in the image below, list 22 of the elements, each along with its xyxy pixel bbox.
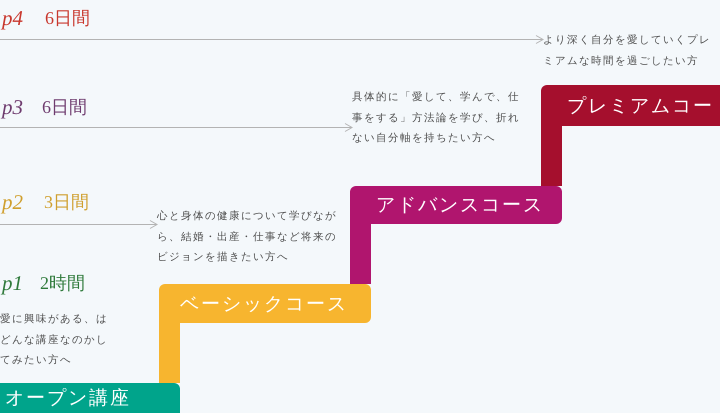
- course-banner: アドバンスコース: [350, 186, 562, 224]
- course-banner: オープン講座: [0, 383, 180, 413]
- course-banner: ベーシックコース: [159, 284, 371, 323]
- step-label: p4: [0, 6, 24, 30]
- arrow: [0, 123, 352, 132]
- description-text: より深く自分を愛していくプレミアムな時間を過ごしたい方: [543, 31, 720, 72]
- duration-label: 6日間: [45, 7, 90, 30]
- description-text: 具体的に「愛して、学んで、仕事をする」方法論を学び、折れない自分軸を持ちたい方へ: [352, 88, 528, 150]
- description-text: 愛に興味がある、はどんな講座なのかしてみたい方へ: [0, 312, 109, 368]
- stair-riser: [541, 126, 562, 186]
- description-text: 心と身体の健康について学びながら、結婚・出産・仕事など将来のビジョンを描きたい方へ: [157, 207, 345, 268]
- duration-label: 3日間: [44, 191, 89, 214]
- stair-riser: [350, 224, 371, 284]
- duration-label: 2時間: [40, 272, 85, 295]
- step-label: p1: [0, 271, 24, 295]
- stair-riser: [159, 323, 180, 383]
- arrow: [0, 220, 158, 229]
- duration-label: 6日間: [42, 96, 87, 119]
- arrow: [0, 35, 544, 44]
- course-banner: プレミアムコー: [541, 85, 720, 126]
- step-label: p3: [0, 95, 24, 119]
- step-label: p2: [0, 190, 24, 214]
